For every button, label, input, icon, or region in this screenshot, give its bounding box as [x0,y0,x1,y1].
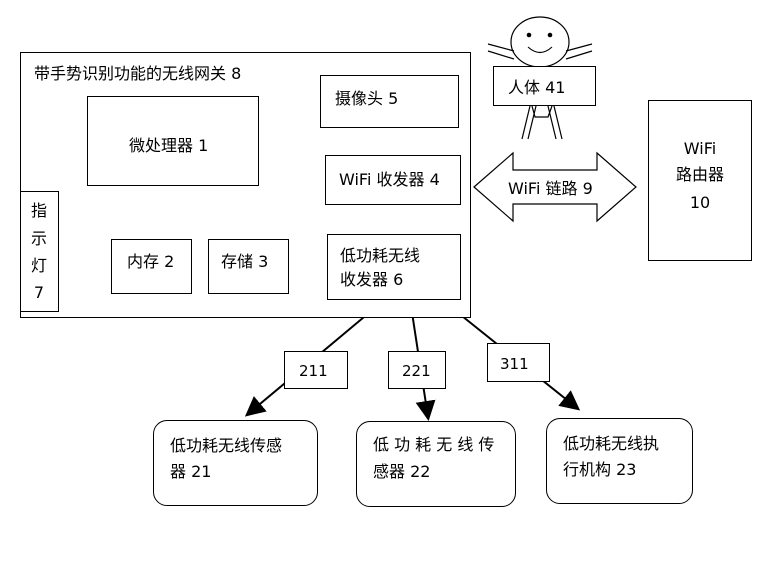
memory-label: 内存 2 [127,252,175,271]
low-power-transceiver-box [327,234,461,300]
link-label-211: 211 [299,362,328,380]
router-line2: 路由器 [675,165,724,184]
sensor-21-line1: 低功耗无线传感 [170,436,283,455]
link-label-221: 221 [402,362,431,380]
camera-label: 摄像头 5 [335,89,399,108]
wifi-link-arrow [473,151,637,223]
router-box [648,100,752,261]
sensor-21-box [153,420,318,506]
actuator-23-line1: 低功耗无线执 [563,434,660,453]
router-line3: 10 [689,193,711,212]
sensor-21-line2: 器 21 [170,462,212,481]
low-power-transceiver-line1: 低功耗无线 [340,246,421,265]
wifi-link-label: WiFi 链路 9 [508,179,593,198]
camera-box [320,75,459,128]
sensor-22-line2: 感器 22 [373,462,431,481]
gateway-title: 带手势识别功能的无线网关 8 [34,64,242,83]
wifi-transceiver-label: WiFi 收发器 4 [339,170,440,189]
indicator-line2: 示 [30,229,47,248]
actuator-23-box [546,418,693,504]
storage-box [208,239,289,294]
indicator-box [20,191,59,312]
wifi-transceiver-box [325,155,461,205]
link-label-311-box [487,343,550,382]
human-figure [487,16,593,140]
sensor-22-line1: 低 功 耗 无 线 传 [373,435,495,454]
human-box [493,66,596,106]
memory-box [111,239,192,294]
router-line1: WiFi [683,139,717,158]
processor-label: 微处理器 1 [129,136,209,155]
storage-label: 存储 3 [221,252,269,271]
processor-box [87,96,259,186]
link-label-221-box [388,351,446,389]
indicator-line1: 指 [30,201,47,220]
sensor-22-box [356,421,516,507]
link-label-211-box [284,351,348,389]
link-label-311: 311 [500,355,529,373]
human-label: 人体 41 [508,78,566,97]
indicator-line4: 7 [33,283,45,302]
low-power-transceiver-line2: 收发器 6 [340,270,404,289]
indicator-line3: 灯 [30,256,47,275]
actuator-23-line2: 行机构 23 [563,460,637,479]
